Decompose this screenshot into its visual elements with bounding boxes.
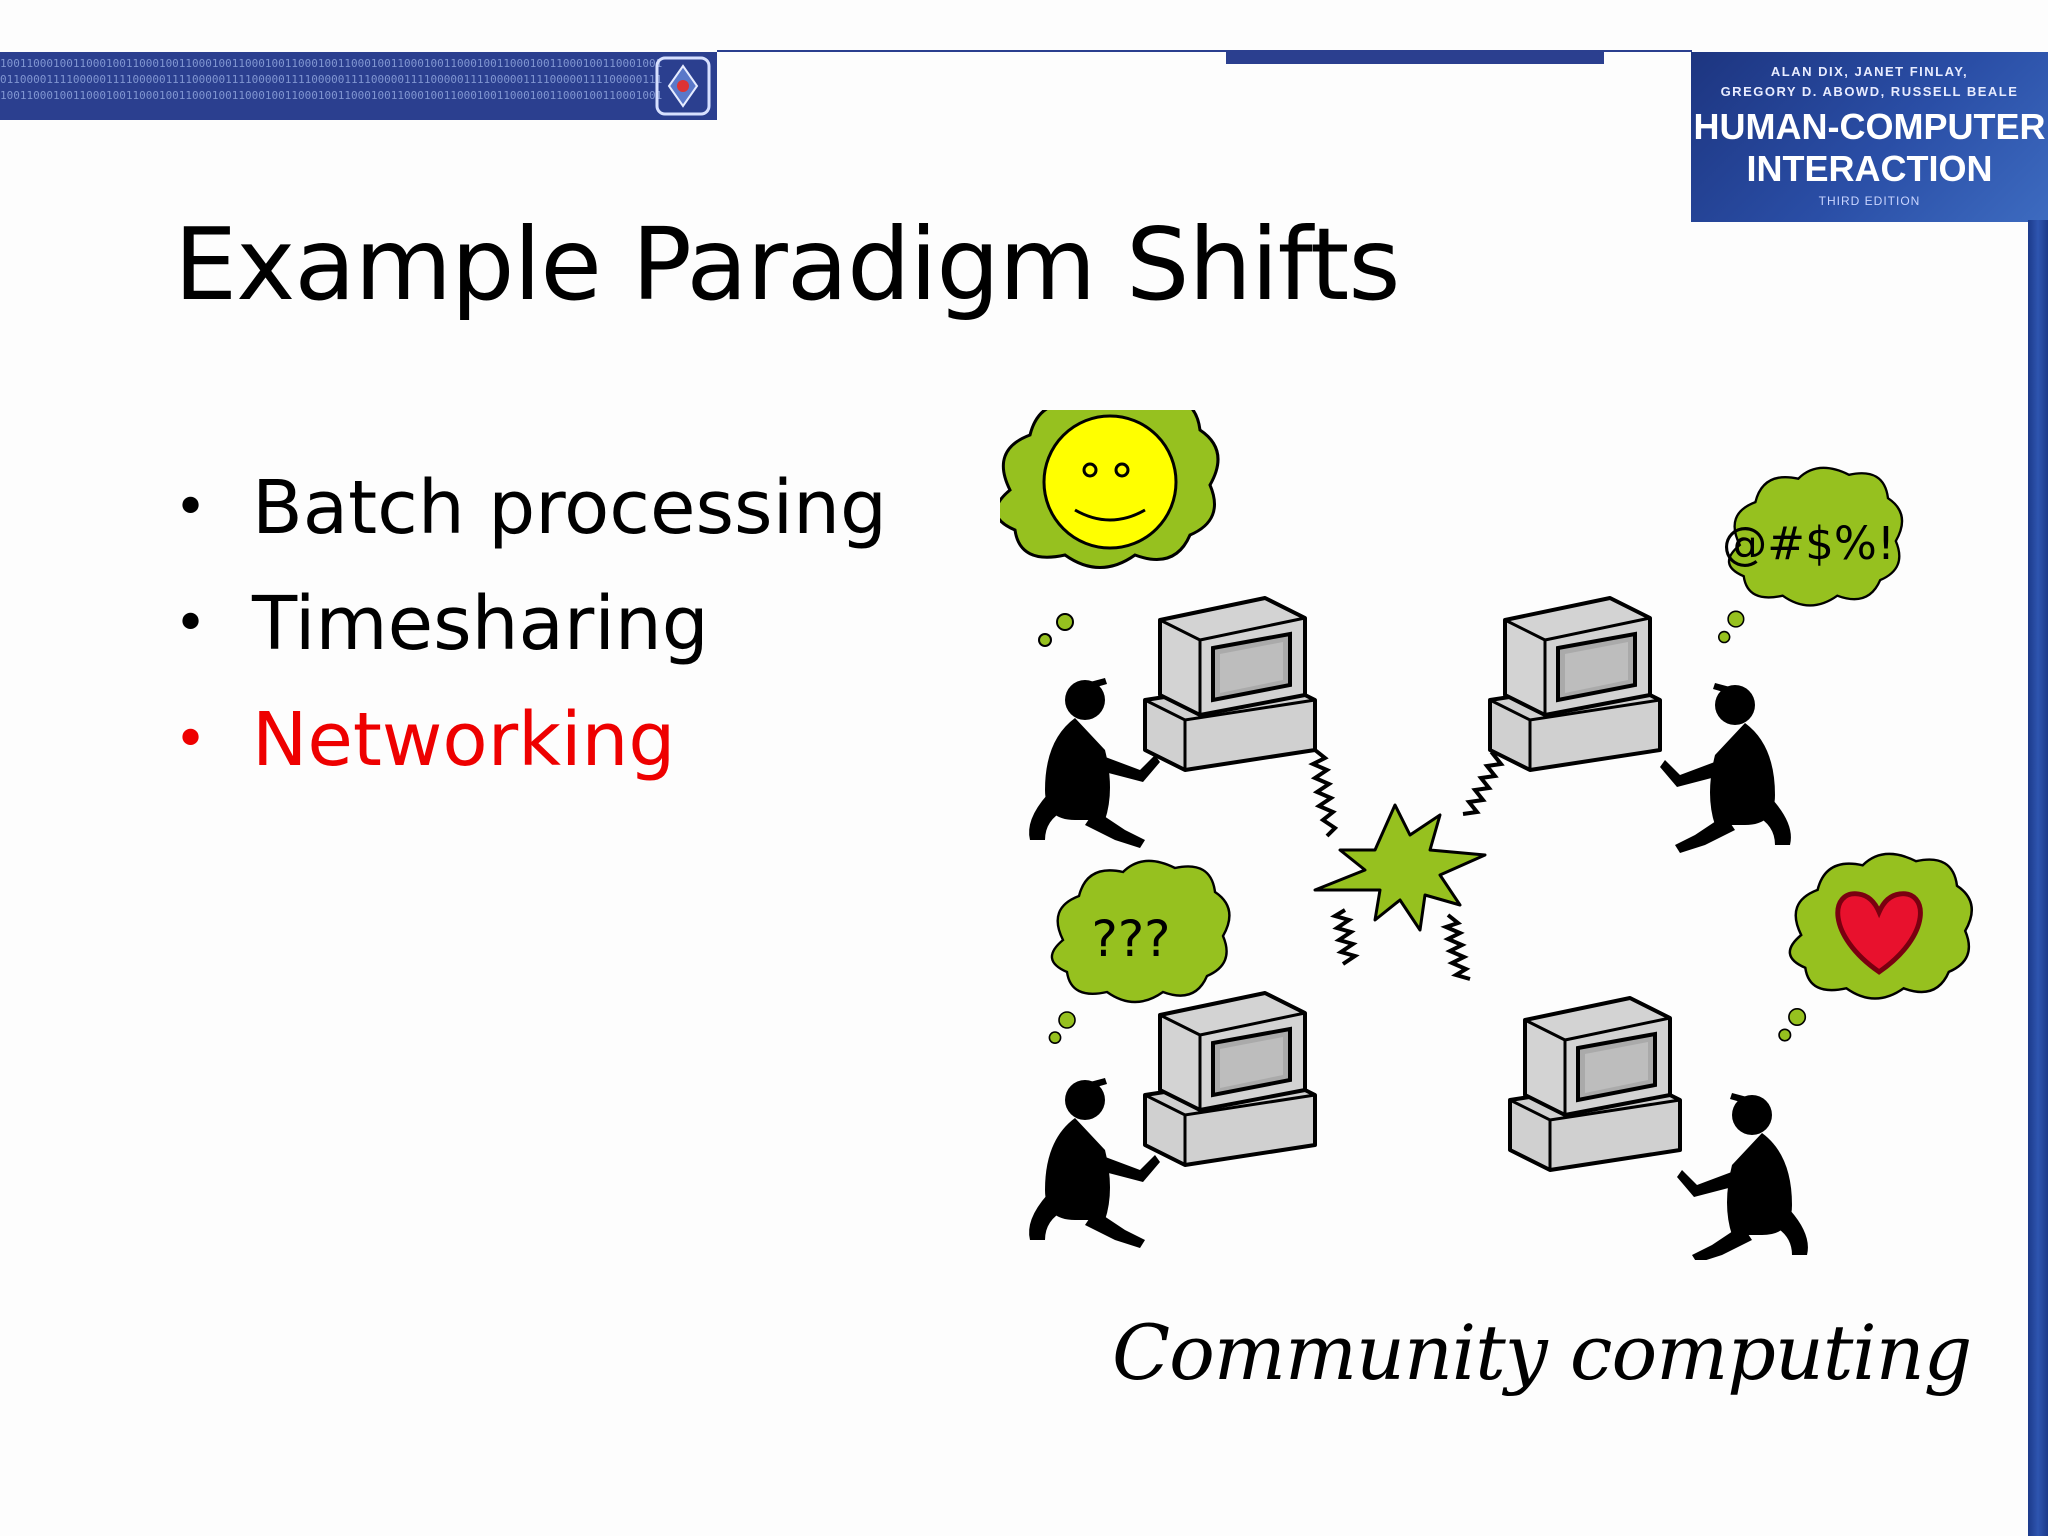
computer-icon xyxy=(1143,991,1317,1167)
person-icon xyxy=(1677,1093,1808,1260)
bullet-item: • Batch processing xyxy=(174,450,887,566)
bullet-list: • Batch processing • Timesharing • Netwo… xyxy=(174,450,887,798)
computer-icon xyxy=(1143,596,1317,772)
bullet-text: Batch processing xyxy=(252,465,888,551)
bubble-text-question: ??? xyxy=(1092,910,1171,968)
network-wires xyxy=(1308,748,1506,981)
thought-bubble-angry: @#$%! xyxy=(1717,466,1904,644)
user-station-bottom-left: ??? xyxy=(1029,859,1317,1248)
bullet-item-highlighted: • Networking xyxy=(174,682,887,798)
person-icon xyxy=(1660,683,1791,853)
bullet-marker: • xyxy=(174,591,208,656)
bullet-marker: • xyxy=(174,707,208,772)
user-station-top-left xyxy=(1000,410,1317,848)
book-authors-line: GREGORY D. ABOWD, RUSSELL BEALE xyxy=(1720,84,2019,99)
bullet-item: • Timesharing xyxy=(174,566,887,682)
book-title: HUMAN-COMPUTER INTERACTION xyxy=(1691,106,2048,190)
network-hub-icon xyxy=(1313,803,1487,932)
book-cover: ALAN DIX, JANET FINLAY, GREGORY D. ABOWD… xyxy=(1691,52,2048,222)
heart-icon xyxy=(1835,891,1923,975)
thought-bubble-happy xyxy=(1000,410,1220,647)
person-icon xyxy=(1029,678,1160,848)
user-station-bottom-right xyxy=(1508,852,1973,1260)
emblem-icon xyxy=(655,56,711,116)
bullet-text: Networking xyxy=(252,697,676,783)
bullet-text: Timesharing xyxy=(252,581,709,667)
computer-icon xyxy=(1488,596,1662,772)
book-title-line: HUMAN-COMPUTER xyxy=(1693,106,2046,147)
header-banner: 1001100010011000100110001001100010011000… xyxy=(0,52,717,120)
right-decorative-strip xyxy=(2028,220,2048,1536)
banner-binary-line: 1001100010011000100110001001100010011000… xyxy=(0,89,663,102)
banner-binary-pattern: 1001100010011000100110001001100010011000… xyxy=(0,56,717,104)
book-edition: THIRD EDITION xyxy=(1818,194,1921,208)
header-rule xyxy=(717,50,1692,52)
bullet-marker: • xyxy=(174,475,208,540)
person-icon xyxy=(1029,1078,1160,1248)
bubble-text-symbols: @#$%! xyxy=(1722,517,1895,570)
illustration-caption: Community computing xyxy=(1112,1308,1972,1397)
book-title-line: INTERACTION xyxy=(1746,148,1993,189)
community-computing-illustration: @#$%! ??? xyxy=(1000,410,1973,1260)
header-accent-bar xyxy=(1226,52,1604,64)
smiley-icon xyxy=(1042,414,1178,550)
book-authors-line: ALAN DIX, JANET FINLAY, xyxy=(1770,64,1969,79)
thought-bubble-confused: ??? xyxy=(1048,859,1231,1045)
computer-icon xyxy=(1508,996,1682,1172)
banner-binary-line: 0110000111100000111100000111100000111100… xyxy=(0,73,663,86)
thought-bubble-love xyxy=(1778,852,1973,1042)
slide-title: Example Paradigm Shifts xyxy=(174,206,1400,323)
book-authors: ALAN DIX, JANET FINLAY, GREGORY D. ABOWD… xyxy=(1691,62,2048,102)
user-station-top-right: @#$%! xyxy=(1488,466,1904,853)
banner-binary-line: 1001100010011000100110001001100010011000… xyxy=(0,57,663,70)
